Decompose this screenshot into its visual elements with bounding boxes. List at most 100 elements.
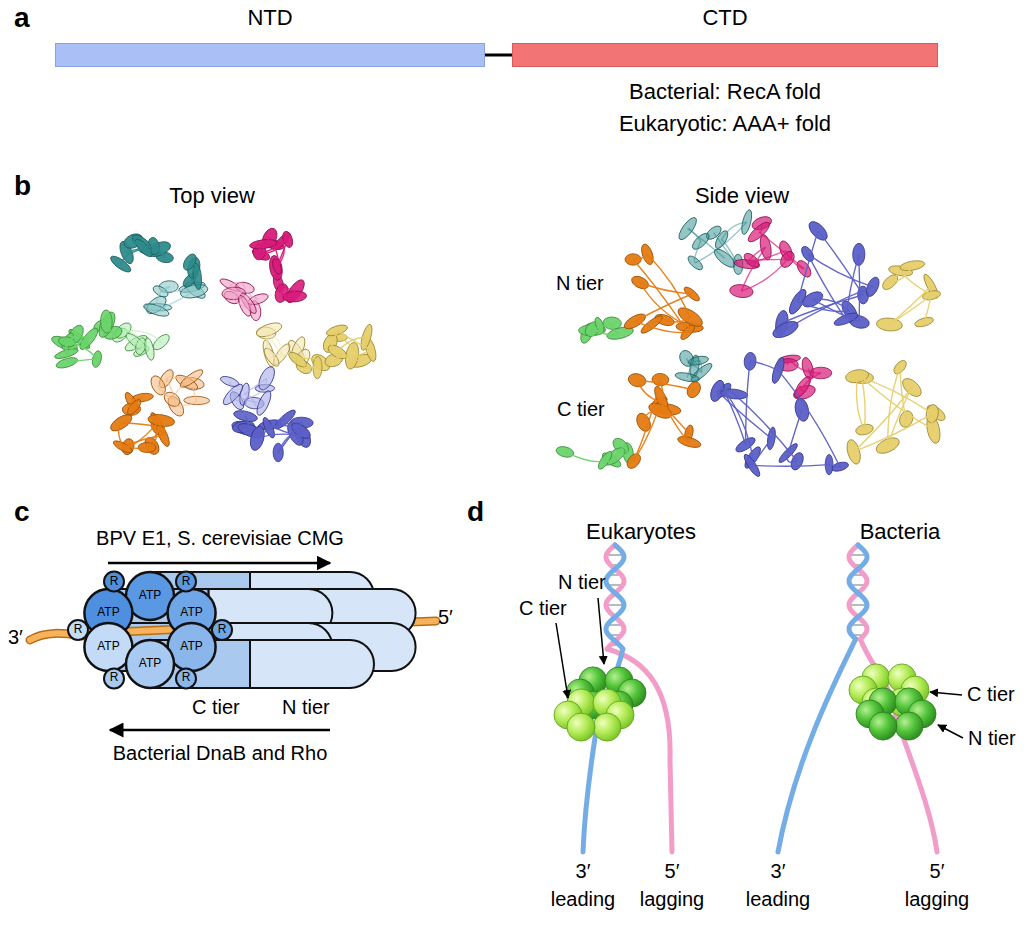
ribbon-loop <box>245 378 267 394</box>
ribbon-loop <box>803 373 821 387</box>
ribbon-loop <box>352 350 370 356</box>
ribbon-loop <box>857 376 865 429</box>
ribbon-loop <box>190 262 198 276</box>
ribbon-loop <box>888 367 900 445</box>
domain-name: CTD <box>512 5 938 31</box>
view-title: Side view <box>695 183 789 208</box>
ribbon-loop <box>282 293 295 297</box>
arginine-finger: R <box>182 575 191 589</box>
atp-site: ATP <box>97 640 119 654</box>
organism-label: Eukaryotes <box>586 519 696 544</box>
ribbon-loop <box>270 238 274 245</box>
ribbon-loop <box>799 386 804 392</box>
strand-end: 3′ <box>771 860 786 883</box>
replication-forks <box>554 545 937 852</box>
helix-ribbon <box>282 290 306 302</box>
leader-arrow <box>556 623 568 698</box>
ribbon-loop <box>269 420 285 428</box>
n-tier-segment <box>250 640 374 688</box>
tier-label: N tier <box>558 571 606 594</box>
arginine-finger: R <box>74 623 83 637</box>
domain-bar-fill <box>512 43 938 67</box>
ribbon-loop <box>932 413 936 430</box>
helix-ribbon <box>184 396 210 405</box>
ribbon-loop <box>901 271 932 295</box>
ribbon-loop <box>246 416 251 431</box>
ribbon-loop <box>695 366 702 372</box>
ribbon-loop <box>688 229 725 259</box>
ribbon-loop <box>330 343 360 361</box>
ribbon-loop <box>862 378 934 430</box>
ribbon-loop <box>156 305 159 307</box>
ribbon-loop <box>640 283 690 328</box>
leader-arrow <box>938 725 963 738</box>
ribbon-loop <box>741 259 787 291</box>
direction-arrow <box>110 729 330 732</box>
tier-label: N tier <box>556 272 604 295</box>
ribbon-loop <box>298 360 318 368</box>
ribbon-loop <box>230 382 237 401</box>
ribbon-loop <box>230 282 245 288</box>
ribbon-loop <box>330 330 338 343</box>
atp-site: ATP <box>139 589 161 603</box>
ribbon-loop <box>158 385 172 399</box>
ribbon-loop <box>787 453 797 462</box>
arginine-finger-tab <box>176 669 196 689</box>
ribbon-loop <box>233 395 264 404</box>
tier-label: C tier <box>192 696 240 719</box>
ribbon-loop <box>660 402 689 434</box>
strand-end: 5′ <box>665 860 680 883</box>
helix-ribbon <box>133 237 155 259</box>
leader-arrow <box>930 692 962 695</box>
ribbon-loop <box>634 399 662 462</box>
arginine-finger: R <box>110 672 119 686</box>
ribbon-loop <box>148 250 164 257</box>
strand-end: 5′ <box>930 860 945 883</box>
helicase-subunit-sphere <box>593 713 621 741</box>
leading-strand <box>606 545 624 649</box>
helix-ribbon <box>845 438 863 465</box>
ribbon-loop <box>687 361 698 378</box>
lagging-strand <box>849 545 867 639</box>
panel-letter: a <box>14 2 30 34</box>
ribbon-loop <box>612 323 620 333</box>
strand-end: 5′ <box>438 606 453 629</box>
lagging-strand <box>860 639 937 852</box>
ribbon-loop <box>665 317 691 322</box>
linker-line <box>485 54 512 57</box>
ribbon-loop <box>106 322 108 326</box>
ribbon-loop <box>724 390 753 457</box>
ribbon-loop <box>593 325 601 331</box>
ribbon-loop <box>889 295 931 324</box>
ribbon-loop <box>101 325 112 333</box>
ribbon-loop <box>687 358 695 366</box>
ribbon-loop <box>808 254 846 319</box>
arginine-finger: R <box>218 623 227 637</box>
ribbon-loop <box>190 268 196 281</box>
subunit-face <box>126 640 174 688</box>
ribbon-loop <box>119 423 123 447</box>
helix-ribbon <box>254 389 273 417</box>
ribbon-loop <box>746 361 751 445</box>
ribbon-loop <box>640 283 692 295</box>
ribbon-loop <box>605 456 615 461</box>
ribbon-loop <box>854 414 933 452</box>
base-pair <box>849 604 867 606</box>
helix-ribbon <box>100 310 112 334</box>
arginine-finger-tab <box>176 572 196 592</box>
ribbon-loop <box>741 247 765 291</box>
ribbon-loop <box>565 452 605 462</box>
ribbon-loop <box>156 287 168 305</box>
helicase-subunit-sphere <box>895 712 923 740</box>
ribbon-loop <box>717 391 771 439</box>
ribbon-loop <box>337 337 366 352</box>
atp-site: ATP <box>180 640 202 654</box>
helicase-cylinder <box>30 572 436 689</box>
ribbon-loop <box>808 254 873 287</box>
panel-letter: d <box>467 496 484 528</box>
fold-note: Eukaryotic: AAA+ fold <box>512 111 938 137</box>
ribbon-loop <box>132 407 135 410</box>
helix-ribbon <box>743 352 756 371</box>
ribbon-loop <box>778 370 840 466</box>
